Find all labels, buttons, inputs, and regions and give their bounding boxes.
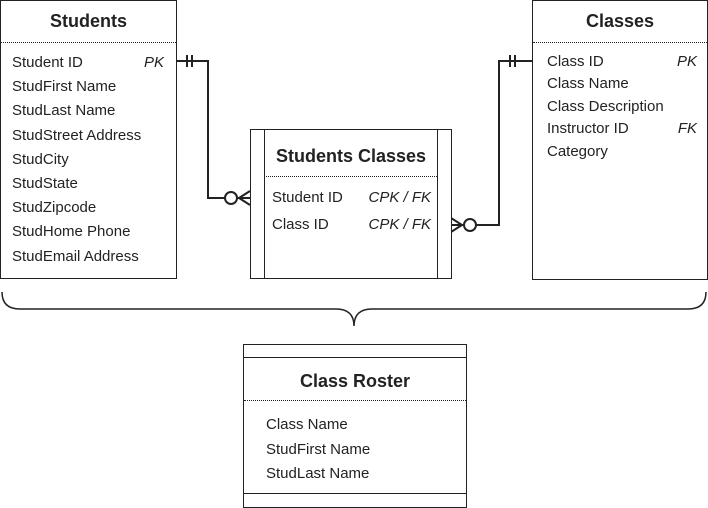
- students-classes-title: Students Classes: [275, 146, 427, 166]
- attribute-name: Student ID: [272, 189, 343, 206]
- students-divider: [1, 42, 176, 43]
- attribute-name: StudEmail Address: [12, 247, 139, 265]
- attribute-name: Class Name: [547, 75, 629, 93]
- attribute-name: Category: [547, 142, 608, 160]
- attribute-name: StudZipcode: [12, 199, 97, 217]
- class-roster-bottom-bar: [244, 493, 466, 494]
- students-classes-left-bar: [264, 130, 265, 278]
- attribute-name: Student ID: [12, 54, 83, 71]
- class-roster-top-bar: [244, 357, 466, 358]
- attribute-name: StudCity: [12, 150, 69, 168]
- attribute-name: StudStreet Address: [12, 126, 142, 144]
- crowfoot-left-top: [238, 190, 251, 199]
- attribute-name: StudFirst Name: [12, 78, 117, 96]
- crowfoot-right-top: [450, 217, 463, 226]
- attribute-name: Instructor ID: [547, 120, 629, 138]
- students-title: Students: [49, 11, 127, 31]
- attribute-name: StudState: [12, 175, 78, 192]
- attribute-name: Class Description: [547, 97, 664, 115]
- attribute-name: Class ID: [272, 216, 329, 233]
- attribute-key: PK: [676, 53, 697, 70]
- grouping-brace: [1, 291, 707, 327]
- students-classes-right-bar: [437, 130, 438, 278]
- students-classes-divider: [264, 176, 437, 177]
- classes-title: Classes: [585, 11, 655, 31]
- class-roster-divider: [244, 400, 466, 401]
- attribute-name: StudLast Name: [12, 102, 116, 120]
- attribute-key: CPK / FK: [368, 189, 431, 206]
- attribute-name: Class Name: [266, 416, 348, 433]
- crowfoot-left-bottom: [238, 197, 251, 206]
- class-roster-title: Class Roster: [299, 371, 411, 391]
- attribute-name: Class ID: [547, 53, 604, 70]
- classes-divider: [533, 42, 707, 43]
- attribute-name: StudHome Phone: [12, 223, 131, 241]
- attribute-key: CPK / FK: [368, 216, 431, 233]
- students-to-students-classes-line: [176, 60, 250, 199]
- attribute-name: StudFirst Name: [266, 440, 371, 458]
- attribute-name: StudLast Name: [266, 465, 370, 482]
- attribute-key: FK: [677, 120, 697, 138]
- students-classes-table: Students Classes Student ID CPK / FK Class…: [250, 129, 452, 279]
- zero-mark-students-classes-right: [463, 218, 477, 232]
- classes-to-students-classes-line: [451, 60, 533, 226]
- zero-mark-students-classes-left: [224, 191, 238, 205]
- crowfoot-right-bottom: [450, 224, 463, 233]
- attribute-key: PK: [143, 54, 164, 71]
